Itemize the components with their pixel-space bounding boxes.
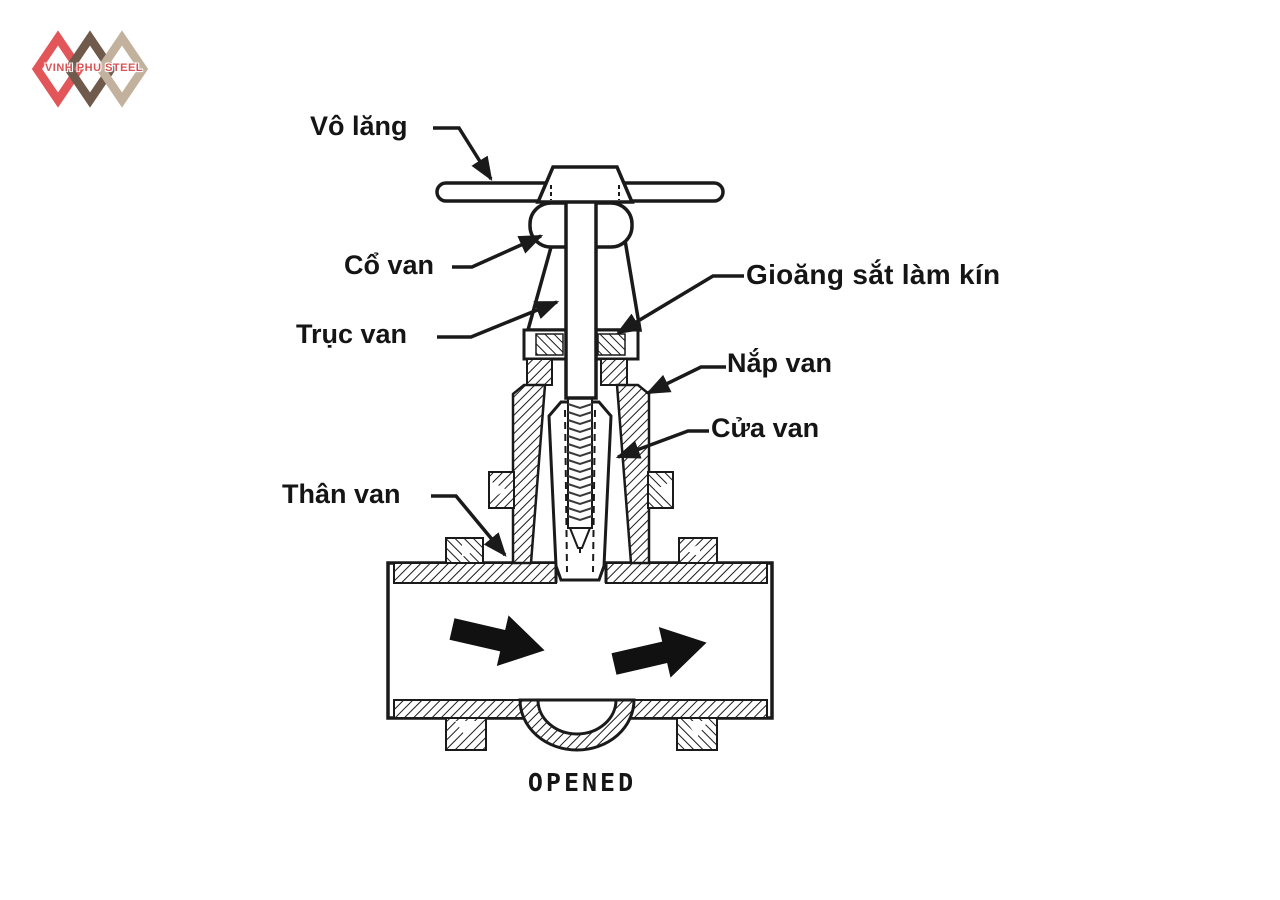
logo-diamonds-icon	[31, 30, 149, 108]
label-valve-body: Thân van	[282, 479, 401, 509]
label-valve-neck: Cổ van	[344, 250, 435, 280]
label-sealing-gasket: Gioăng sắt làm kín	[746, 259, 1001, 290]
label-handwheel: Vô lăng	[310, 111, 408, 141]
stem-graphic	[535, 165, 635, 400]
leader-lines	[431, 126, 744, 557]
flow-arrows	[449, 615, 707, 678]
leader-gate	[615, 429, 709, 459]
bonnet-graphic	[488, 328, 674, 565]
leader-bonnet	[645, 365, 726, 395]
label-bonnet: Nắp van	[727, 348, 833, 378]
caption-opened: OPENED	[527, 768, 637, 797]
gasket-ring-left	[535, 333, 564, 356]
handwheel-nut-shape	[535, 165, 635, 204]
label-valve-stem: Trục van	[296, 319, 408, 349]
brand-logo: VINH PHU STEEL	[28, 30, 160, 112]
flow-arrow-right	[611, 626, 707, 678]
leader-handwheel	[433, 126, 493, 182]
logo-text: VINH PHU STEEL	[44, 62, 144, 74]
label-gate: Cửa van	[711, 413, 820, 443]
leader-valve-body	[431, 494, 507, 557]
gasket-ring-right	[597, 333, 626, 356]
logo-diamond-tan	[95, 30, 149, 108]
stem-shaft-shape	[564, 174, 598, 400]
flow-arrow-left	[449, 615, 545, 667]
gate-graphic	[547, 397, 613, 582]
leader-valve-neck	[452, 234, 544, 269]
leader-sealing-gasket	[615, 274, 744, 335]
valve-body-graphic	[386, 537, 774, 752]
leader-valve-stem	[437, 300, 560, 339]
